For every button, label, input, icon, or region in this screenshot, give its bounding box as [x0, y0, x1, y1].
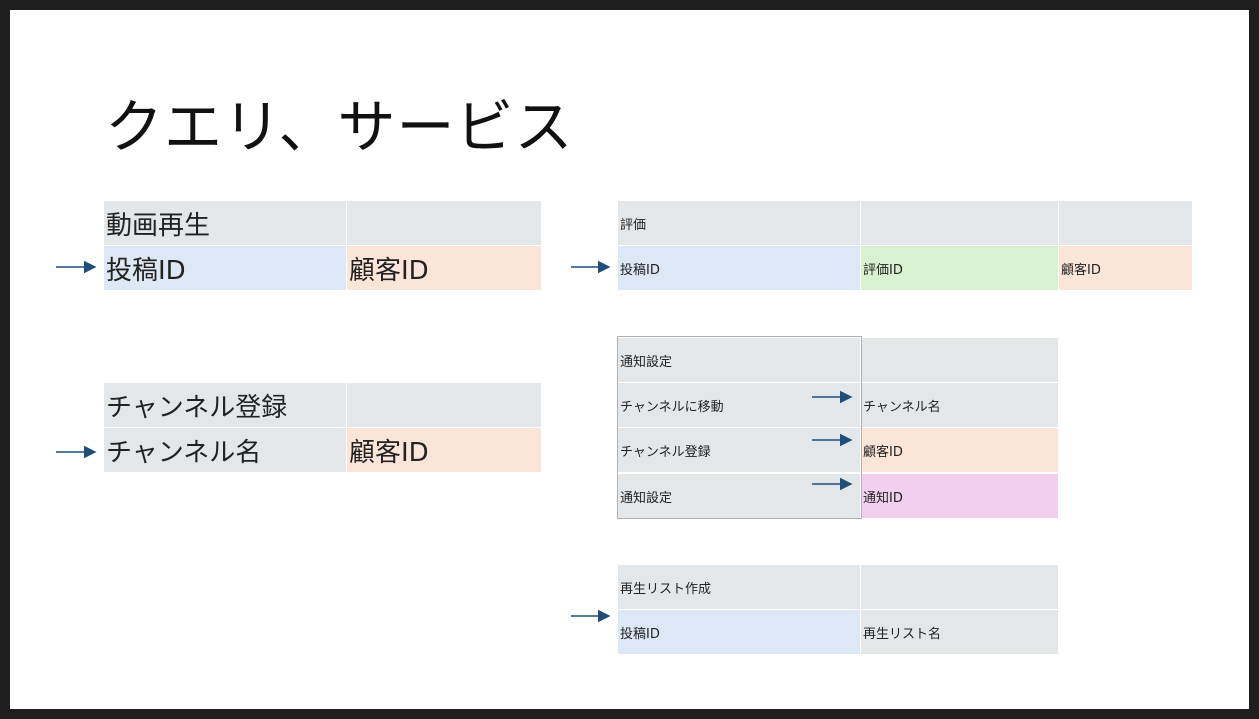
notification-key-customer-id: 顧客ID [861, 428, 1058, 472]
notification-header: 通知設定 [618, 338, 860, 382]
playlist-header: 再生リスト作成 [618, 565, 860, 609]
playlist-post-id: 投稿ID [618, 610, 860, 654]
video-play-header: 動画再生 [104, 201, 346, 245]
slide-title: クエリ、サービス [105, 93, 574, 161]
rating-post-id: 投稿ID [618, 246, 860, 290]
notification-key-channel-name: チャンネル名 [861, 383, 1058, 427]
playlist-playlist-name: 再生リスト名 [861, 610, 1058, 654]
channel-register-header: チャンネル登録 [104, 383, 346, 427]
playlist-header-empty [861, 565, 1058, 609]
notification-header-empty [861, 338, 1058, 382]
notification-key-notification-id: 通知ID [861, 474, 1058, 518]
rating-rating-id: 評価ID [861, 246, 1058, 290]
video-play-customer-id: 顧客ID [347, 246, 541, 290]
video-play-header-empty [347, 201, 541, 245]
arrows-layer [56, 260, 853, 623]
channel-register-header-empty [347, 383, 541, 427]
notification-row-notification-setting: 通知設定 [618, 474, 860, 518]
notification-row-move-channel: チャンネルに移動 [618, 383, 860, 427]
channel-register-channel-name: チャンネル名 [104, 428, 346, 472]
channel-register-customer-id: 顧客ID [347, 428, 541, 472]
notification-row-channel-register: チャンネル登録 [618, 428, 860, 472]
rating-header-empty-1 [861, 201, 1058, 245]
rating-customer-id: 顧客ID [1059, 246, 1192, 290]
rating-header-empty-2 [1059, 201, 1192, 245]
video-play-post-id: 投稿ID [104, 246, 346, 290]
rating-header: 評価 [618, 201, 860, 245]
slide: クエリ、サービス 動画再生 投稿ID 顧客ID チャンネル登録 チャンネル名 顧… [10, 10, 1249, 709]
